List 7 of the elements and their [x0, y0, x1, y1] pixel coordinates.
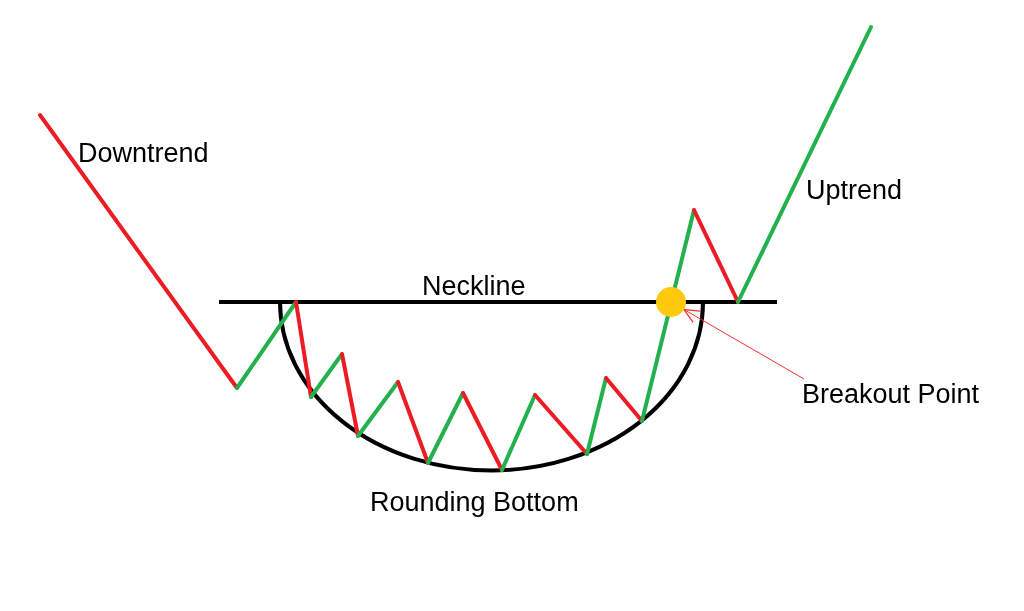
leader-arrow: [683, 308, 805, 380]
pattern-label: Rounding Bottom: [370, 489, 579, 516]
breakout-dot: [656, 287, 686, 317]
trend-label: Uptrend: [806, 177, 903, 204]
trend-label: Downtrend: [78, 140, 209, 167]
neckline-label: Neckline: [422, 273, 526, 300]
callout-label: Breakout Point: [802, 381, 980, 408]
